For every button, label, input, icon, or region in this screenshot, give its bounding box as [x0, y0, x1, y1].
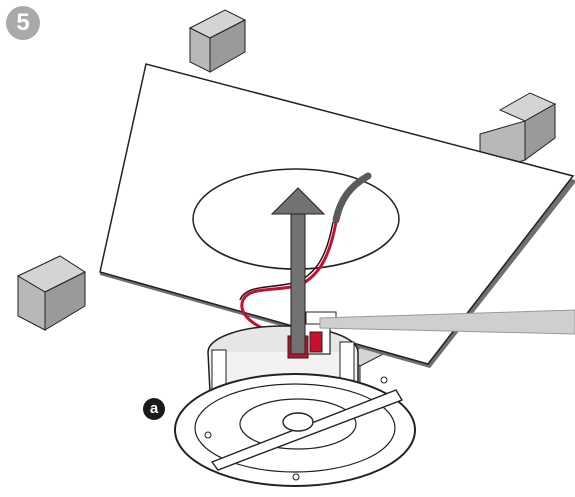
arrow-head [270, 187, 326, 215]
speaker-front [174, 373, 416, 487]
joist-bottom-left-front [44, 271, 86, 331]
arrow-shaft [290, 211, 306, 355]
terminal-red-connector-2 [309, 331, 323, 353]
joist-top-left-front [209, 19, 246, 73]
upward-arrow-icon [270, 187, 326, 355]
screw-hole-1 [204, 431, 212, 439]
tweeter-bridge [210, 389, 404, 471]
step-number-badge: 5 [6, 6, 40, 40]
wire-red-strand [240, 221, 338, 330]
screw-hole-2 [292, 473, 300, 481]
screwdriver-shaft [319, 309, 575, 335]
wire-gray-sheath [332, 172, 372, 224]
callout-letter-badge: a [143, 398, 165, 420]
screw-hole-3 [380, 376, 388, 384]
tweeter-center [282, 412, 314, 432]
